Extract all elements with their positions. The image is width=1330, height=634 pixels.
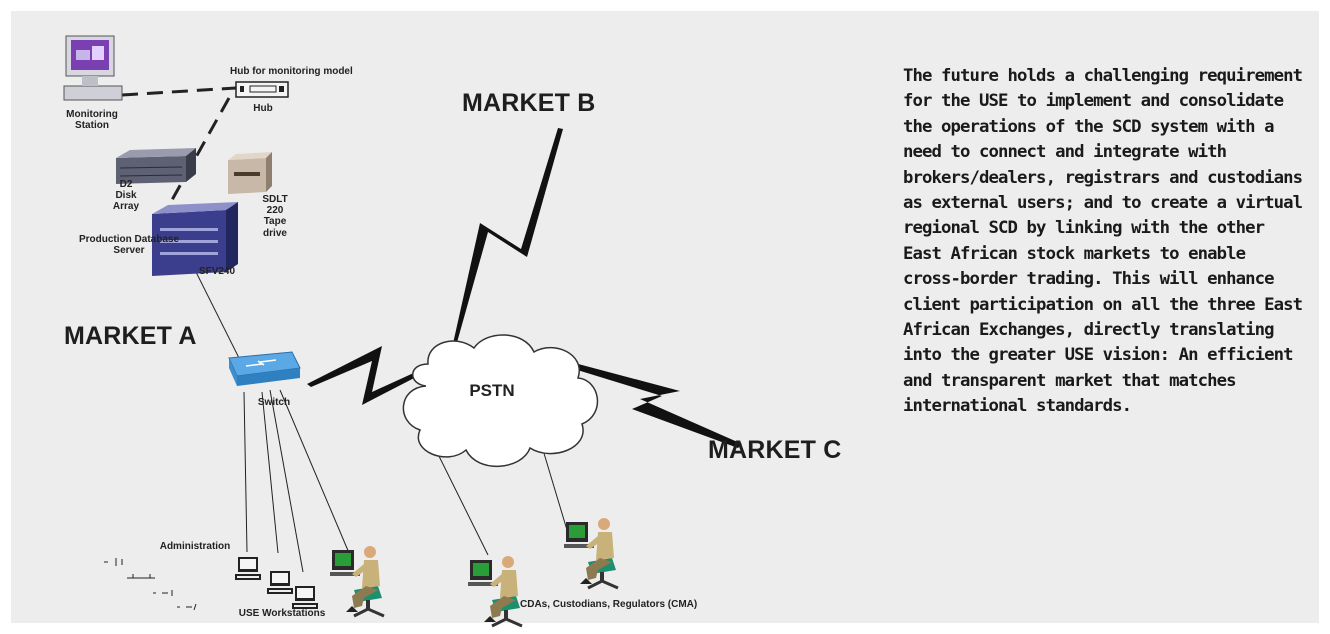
market-a-label: MARKET A — [64, 322, 197, 350]
server-model-label: SFV240 — [198, 266, 236, 277]
monitor-icon — [63, 35, 123, 101]
external-users-label: CDAs, Custodians, Regulators (CMA) — [520, 599, 698, 610]
operator-icon — [562, 516, 620, 590]
diagram-background — [11, 11, 1319, 623]
connection-lines — [121, 86, 571, 573]
switch-icon — [228, 351, 301, 386]
lightning-link-switch — [307, 346, 420, 405]
lightning-link-market-c — [548, 357, 742, 448]
hub-label: Hub — [253, 103, 273, 114]
decorative-marks — [104, 558, 197, 611]
hub-icon — [235, 81, 289, 98]
tape-drive-label: SDLT 220 Tape drive — [262, 194, 288, 239]
market-c-label: MARKET C — [708, 436, 842, 464]
cloud-icon — [402, 334, 599, 467]
tape-drive-icon — [228, 152, 272, 194]
db-server-label: Production Database Server — [78, 234, 180, 257]
disk-array-label: D2 Disk Array — [112, 179, 140, 213]
use-workstations-label: USE Workstations — [238, 608, 326, 619]
switch-label: Switch — [257, 397, 291, 408]
market-b-label: MARKET B — [462, 89, 596, 117]
hub-title-label: Hub for monitoring model — [230, 66, 353, 77]
monitoring-station-label: Monitoring Station — [66, 109, 118, 132]
operator-icon — [466, 554, 524, 628]
operator-icon — [328, 544, 386, 618]
server-icon — [152, 202, 238, 276]
pstn-label: PSTN — [469, 381, 515, 400]
disk-array-icon — [116, 148, 196, 184]
administration-label: Administration — [159, 541, 231, 552]
lightning-link-market-b — [452, 128, 563, 348]
workstation-icon — [235, 557, 318, 609]
description-text: The future holds a challenging requireme… — [903, 66, 1303, 417]
